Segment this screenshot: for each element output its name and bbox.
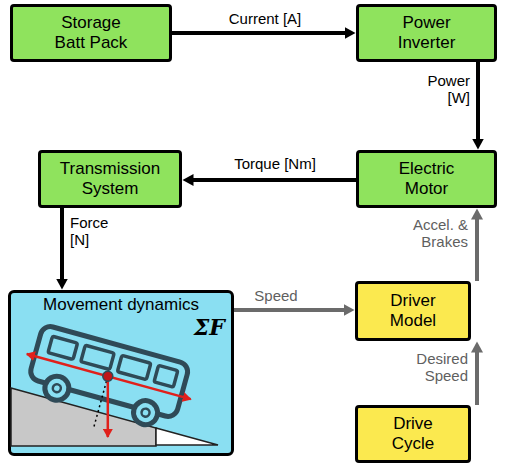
signal-label: Current [A]	[190, 10, 340, 27]
signal-label: Desired Speed	[406, 350, 468, 385]
signal-arrow	[172, 31, 345, 35]
dynamics-panel: Movement dynamicsΣF	[8, 290, 234, 456]
box-label: Storage Batt Pack	[45, 13, 137, 52]
box-label: Drive Cycle	[371, 414, 455, 453]
signal-label: Torque [Nm]	[200, 155, 350, 172]
signal-arrow	[475, 352, 479, 405]
model-box: Driver Model	[355, 281, 471, 341]
signal-label: Accel. & Brakes	[402, 216, 468, 251]
signal-arrow	[234, 308, 344, 312]
box-label: Electric Motor	[381, 159, 473, 198]
component-box: Transmission System	[38, 150, 182, 208]
force-symbol: ΣF	[194, 315, 225, 339]
component-box: Storage Batt Pack	[10, 4, 172, 62]
signal-arrow	[475, 219, 479, 281]
signal-label: Power [W]	[418, 72, 470, 107]
component-box: Electric Motor	[356, 150, 497, 208]
box-label: Power Inverter	[381, 13, 473, 52]
signal-arrow	[476, 62, 480, 139]
model-box: Drive Cycle	[355, 405, 471, 463]
panel-title: Movement dynamics	[11, 293, 231, 315]
signal-arrow	[60, 208, 64, 279]
box-label: Transmission System	[48, 159, 172, 198]
component-box: Power Inverter	[356, 4, 497, 62]
signal-label: Speed	[228, 287, 324, 304]
signal-arrow	[193, 178, 356, 182]
box-label: Driver Model	[371, 291, 455, 330]
signal-label: Force [N]	[70, 214, 116, 249]
